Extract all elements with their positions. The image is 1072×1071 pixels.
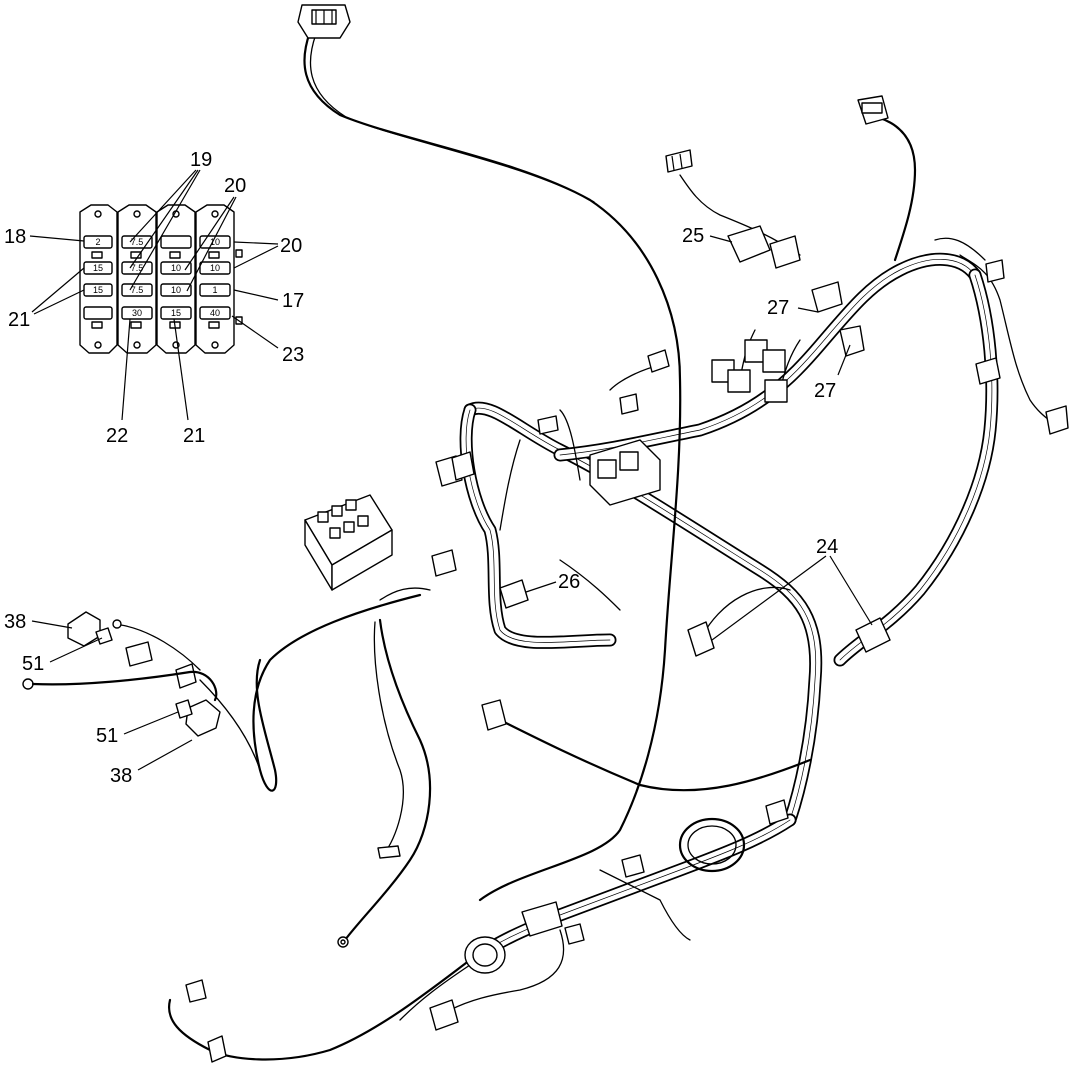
callout-20-top: 20 bbox=[224, 175, 246, 197]
callout-23: 23 bbox=[282, 344, 304, 366]
fuse-r2c4: 10 bbox=[210, 263, 220, 273]
lower-connector-4 bbox=[621, 854, 645, 878]
central-connector bbox=[589, 439, 661, 506]
fuse-r3c4: 1 bbox=[212, 285, 217, 295]
callout-leaders bbox=[31, 235, 873, 771]
connector-small-5 bbox=[647, 349, 670, 373]
callout-19: 19 bbox=[190, 149, 212, 171]
connectors bbox=[185, 4, 1069, 1063]
lower-connector-5 bbox=[765, 799, 789, 825]
fuse-r1c4: 10 bbox=[210, 237, 220, 247]
lower-round-connector bbox=[464, 936, 506, 974]
callout-labels: 18 19 20 20 17 21 23 22 21 25 27 27 24 2… bbox=[4, 149, 838, 787]
fuse-ratings: 2 7.5 10 15 7.5 10 10 15 7.5 10 1 30 15 … bbox=[93, 237, 220, 318]
callout-21-bottom: 21 bbox=[183, 425, 205, 447]
fuse-r2c3: 10 bbox=[171, 263, 181, 273]
thin-wires bbox=[167, 30, 1056, 1061]
clip-24b bbox=[855, 617, 891, 653]
fuse-slots bbox=[83, 235, 243, 329]
connector-small-3 bbox=[537, 415, 559, 435]
callout-26: 26 bbox=[558, 571, 580, 593]
connector-mid-left bbox=[481, 699, 507, 731]
fuse-r4c2: 30 bbox=[132, 308, 142, 318]
connector-top-small bbox=[665, 149, 693, 173]
lower-connector-1 bbox=[521, 901, 563, 937]
fuse-r4c3: 15 bbox=[171, 308, 181, 318]
callout-38-top: 38 bbox=[4, 611, 26, 633]
callout-27-bottom: 27 bbox=[814, 380, 836, 402]
callout-21-left: 21 bbox=[8, 309, 30, 331]
connector-25 bbox=[727, 225, 801, 269]
bottom-left-sensor bbox=[185, 979, 227, 1063]
relay-cluster bbox=[711, 339, 788, 403]
fuse-r2c1: 15 bbox=[93, 263, 103, 273]
main-harness bbox=[459, 252, 999, 962]
ring-terminal-bottom bbox=[337, 845, 401, 948]
callout-51-bottom: 51 bbox=[96, 725, 118, 747]
fuse-r2c2: 7.5 bbox=[131, 263, 144, 273]
connector-right-2 bbox=[1045, 405, 1069, 435]
connector-26 bbox=[499, 579, 529, 609]
lower-connector-3 bbox=[564, 923, 585, 945]
fuse-r1c2: 7.5 bbox=[131, 237, 144, 247]
lower-connector-2 bbox=[429, 999, 459, 1031]
callout-25: 25 bbox=[682, 225, 704, 247]
fuse-r3c1: 15 bbox=[93, 285, 103, 295]
fuse-block-leaders bbox=[29, 169, 279, 421]
connector-right-1 bbox=[985, 259, 1005, 283]
callout-24: 24 bbox=[816, 536, 838, 558]
fuse-plate-4 bbox=[195, 204, 235, 354]
connector-small-1 bbox=[435, 451, 475, 487]
fuse-r4c4: 40 bbox=[210, 308, 220, 318]
fuse-r3c3: 10 bbox=[171, 285, 181, 295]
fuse-r3c2: 7.5 bbox=[131, 285, 144, 295]
fuse-r1c1: 2 bbox=[95, 237, 100, 247]
connector-27 bbox=[811, 281, 865, 357]
callout-27-top: 27 bbox=[767, 297, 789, 319]
fuse-plate-1 bbox=[79, 204, 118, 354]
callout-17: 17 bbox=[282, 290, 304, 312]
callout-22: 22 bbox=[106, 425, 128, 447]
connector-right-3 bbox=[975, 357, 1001, 385]
callout-20-right: 20 bbox=[280, 235, 302, 257]
clip-24a bbox=[687, 621, 715, 657]
callout-51-top: 51 bbox=[22, 653, 44, 675]
callout-18: 18 bbox=[4, 226, 26, 248]
top-connector bbox=[297, 4, 351, 39]
connector-small-2 bbox=[431, 549, 457, 577]
callout-38-bottom: 38 bbox=[110, 765, 132, 787]
connector-small-4 bbox=[619, 393, 639, 415]
round-connector bbox=[857, 95, 889, 125]
relay-block bbox=[304, 494, 393, 591]
left-parts bbox=[22, 611, 261, 771]
fuse-block: 2 7.5 10 15 7.5 10 10 15 7.5 10 1 30 15 … bbox=[79, 204, 243, 354]
